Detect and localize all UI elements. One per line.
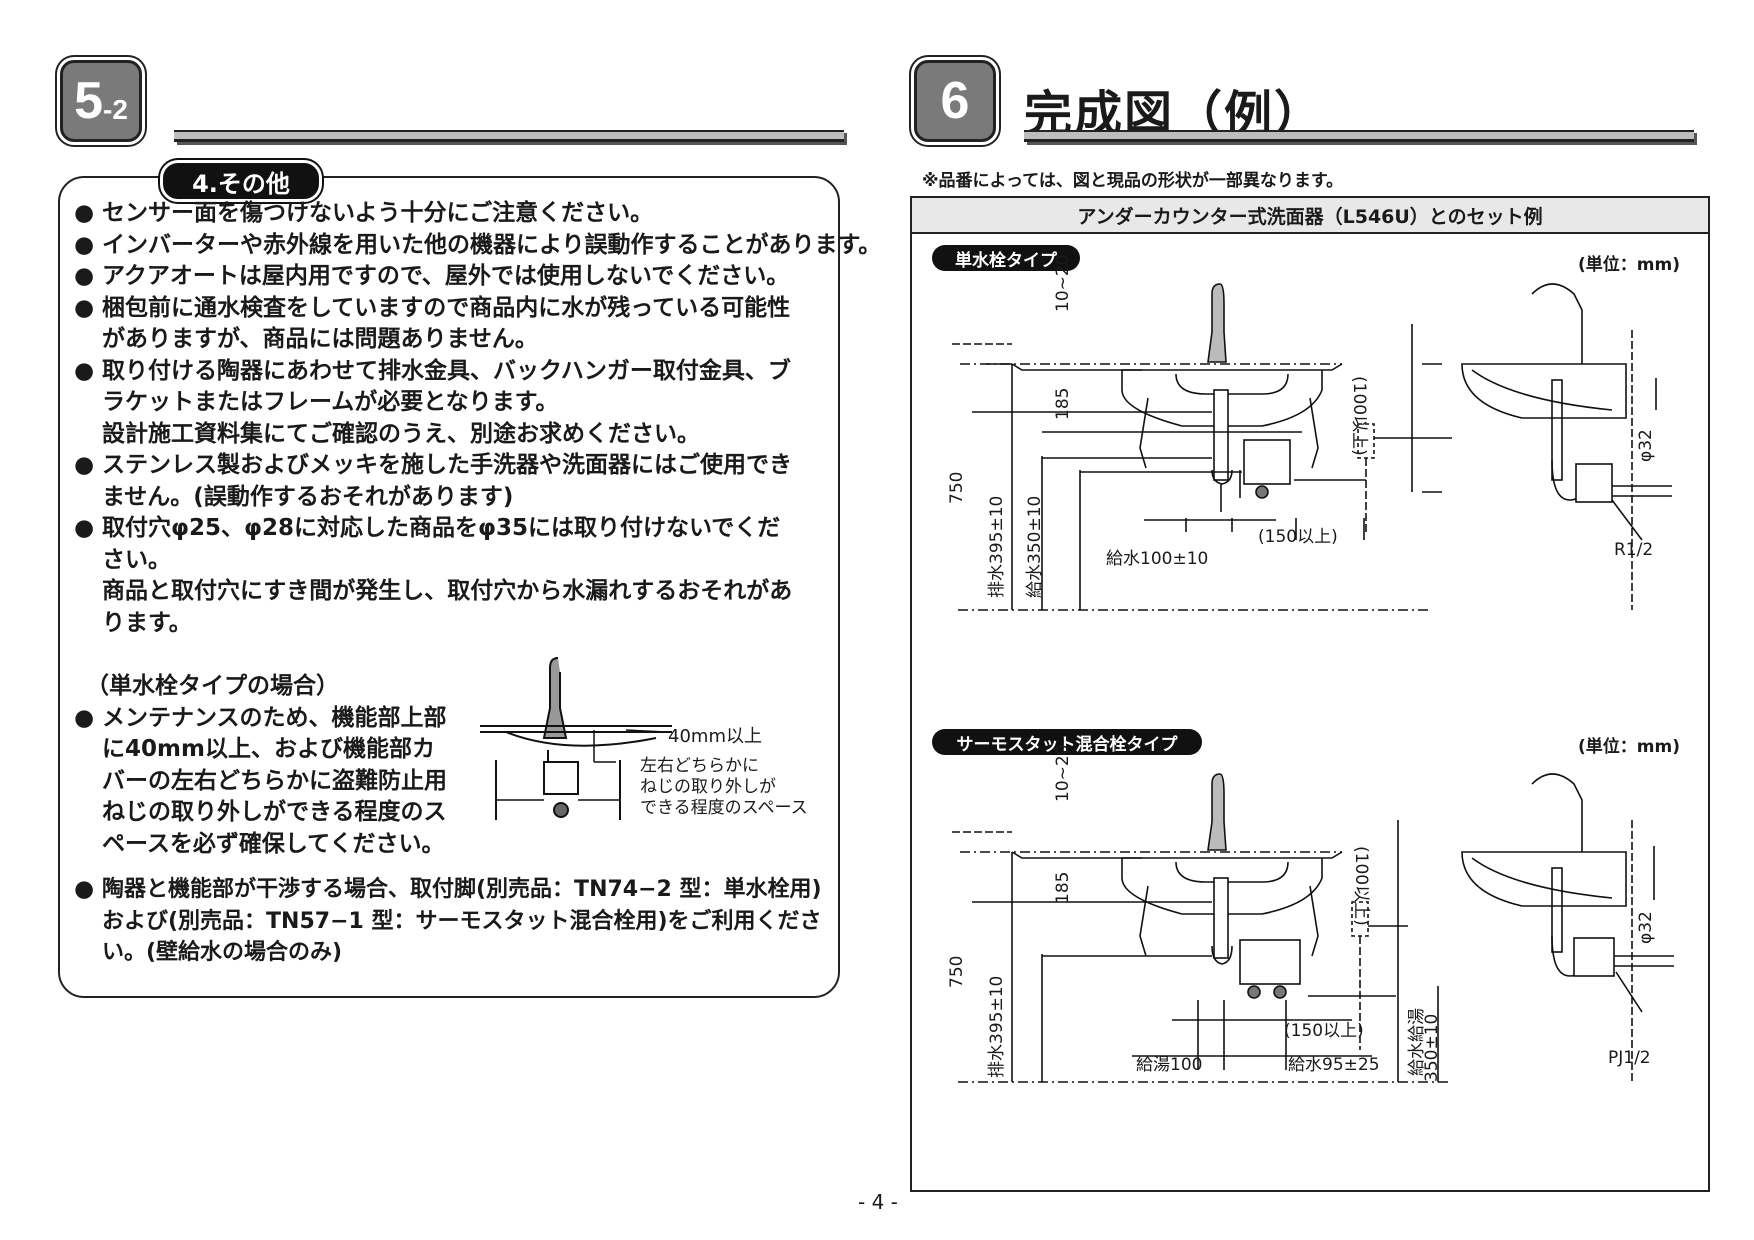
- bullet-line: アクアオートは屋内用ですので、屋外では使用しないでください。: [102, 263, 790, 289]
- heading-rule-left: [174, 130, 844, 142]
- bullet-dot: ●: [74, 357, 95, 384]
- d2-dim-185: 185: [1053, 871, 1073, 904]
- notes-list: ● センサー面を傷つけないよう十分にご注意ください。 ● インバーターや赤外線を用いた…: [74, 198, 882, 969]
- bullet-dot: ●: [74, 263, 95, 289]
- d2-dim-150up: (150以上): [1284, 1021, 1364, 1041]
- bullet-line: 取り付ける陶器にあわせて排水金具、バックハンガー取付金具、ブ: [102, 357, 791, 384]
- bullet-line: センサー面を傷つけないよう十分にご注意ください。: [102, 200, 654, 226]
- bullet-line: さい。: [102, 546, 171, 573]
- heading-rule-right: [1024, 130, 1694, 142]
- single-faucet-drawing: [952, 283, 1672, 611]
- d2-dim-pj12: PJ1/2: [1608, 1048, 1651, 1068]
- d1-dim-phi32: φ32: [1636, 429, 1656, 462]
- bullet-item: ● センサー面を傷つけないよう十分にご注意ください。: [74, 198, 834, 230]
- subheading-other: 4.その他: [160, 160, 322, 202]
- bullet-dot: ●: [74, 294, 95, 321]
- maintenance-item: ● メンテナンスのため、機能部上部に40mm以上、および機能部カバーの左右どちら…: [74, 703, 482, 861]
- figure-label-40mm: 40mm以上: [668, 726, 762, 747]
- bullet-item: ● インバーターや赤外線を用いた他の機器により誤動作することがあります。: [74, 230, 882, 262]
- bullet-line: インバーターや赤外線を用いた他の機器により誤動作することがあります。: [102, 231, 882, 258]
- maintenance-line: ペースを必ず確保してください。: [102, 830, 445, 857]
- d2-dim-supply95: 給水95±25: [1288, 1055, 1380, 1075]
- d2-dim-phi32: φ32: [1636, 911, 1656, 944]
- other-notes-box: [58, 176, 840, 998]
- interference-line: い。(壁給水の場合のみ): [102, 940, 343, 965]
- d1-dim-supply100: 給水100±10: [1106, 549, 1209, 569]
- maintenance-line: メンテナンスのため、機能部上部: [102, 704, 447, 731]
- variation-note: ※品番によっては、図と現品の形状が一部異なります。: [922, 171, 1344, 191]
- d1-dim-supply: 給水350±10: [1025, 495, 1045, 598]
- interference-text: 陶器と機能部が干渉する場合、取付脚(別売品：TN74−2 型：単水栓用) および(…: [102, 874, 834, 969]
- thermostat-faucet-drawing: [952, 773, 1674, 1083]
- bullet-dot: ●: [74, 200, 95, 226]
- d2-dim-hot100: 給湯100: [1136, 1055, 1203, 1075]
- frame-title: アンダーカウンター式洗面器（L546U）とのセット例: [912, 198, 1708, 234]
- d1-dim-r12: R1/2: [1614, 540, 1654, 560]
- completion-drawing-frame: アンダーカウンター式洗面器（L546U）とのセット例: [910, 196, 1710, 1192]
- bullet-line: 梱包前に通水検査をしていますので商品内に水が残っている可能性: [102, 294, 791, 321]
- bullet-item: ● アクアオートは屋内用ですので、屋外では使用しないでください。: [74, 261, 834, 293]
- maintenance-text: メンテナンスのため、機能部上部に40mm以上、および機能部カバーの左右どちらかに…: [102, 703, 482, 861]
- bullet-item: ● 梱包前に通水検査をしていますので商品内に水が残っている可能性がありますが、商品…: [74, 293, 834, 356]
- bullet-list: ● センサー面を傷つけないよう十分にご注意ください。 ● インバーターや赤外線を用いた…: [74, 198, 882, 639]
- d1-dim-top: 10~20: [1053, 254, 1073, 312]
- diagram1-label: 単水栓タイプ: [932, 245, 1080, 271]
- d1-dim-drain: 排水395±10: [987, 495, 1007, 598]
- bullet-line: 商品と取付穴にすき間が発生し、取付穴から水漏れするおそれがあ: [102, 578, 793, 604]
- section-number: 5: [74, 72, 103, 130]
- bullet-line: ません。(誤動作するおそれがあります): [102, 483, 514, 510]
- diagram2-unit: (単位：mm): [1578, 737, 1680, 757]
- d1-dim-100up: (100以上): [1349, 376, 1369, 456]
- bullet-item: ● 取付穴φ25、φ28に対応した商品をφ35には取り付けないでください。商品と取…: [74, 513, 834, 639]
- section-number: 6: [940, 72, 970, 130]
- interference-line: 陶器と機能部が干渉する場合、取付脚(別売品：TN74−2 型：単水栓用): [102, 877, 822, 902]
- screw-space-line: ねじの取り外しが: [640, 777, 776, 797]
- single-faucet-case-label: （単水栓タイプの場合）: [86, 673, 339, 699]
- figure-label-screw-space: 左右どちらかにねじの取り外しができる程度のスペース: [640, 756, 808, 819]
- maintenance-line: に40mm以上、および機能部カ: [102, 736, 435, 762]
- bullet-dot: ●: [74, 876, 95, 902]
- bullet-dot: ●: [74, 704, 95, 731]
- bullet-line: 取付穴φ25、φ28に対応した商品をφ35には取り付けないでくだ: [102, 515, 781, 541]
- bullet-line: ラケットまたはフレームが必要となります。: [102, 389, 559, 415]
- diagram1-unit: (単位：mm): [1578, 255, 1680, 275]
- interference-item: ● 陶器と機能部が干渉する場合、取付脚(別売品：TN74−2 型：単水栓用) およ…: [74, 874, 834, 969]
- d2-dim-750: 750: [947, 955, 967, 988]
- screw-space-line: 左右どちらかに: [640, 756, 759, 776]
- d2-dim-drain: 排水395±10: [987, 975, 1007, 1078]
- d2-dim-100up: (100以上): [1351, 846, 1371, 926]
- section-sub-number: -2: [103, 94, 128, 125]
- bullet-dot: ●: [74, 452, 95, 478]
- page-number: - 4 -: [858, 1190, 898, 1214]
- bullet-dot: ●: [74, 515, 95, 541]
- bullet-item: ● 取り付ける陶器にあわせて排水金具、バックハンガー取付金具、ブラケットまたはフレ…: [74, 356, 834, 451]
- d1-dim-150up: (150以上): [1258, 527, 1338, 547]
- maintenance-line: ねじの取り外しができる程度のス: [102, 799, 447, 825]
- bullet-line: ステンレス製およびメッキを施した手洗器や洗面器にはご使用でき: [102, 452, 792, 478]
- d2-dim-350: 350±10: [1422, 1013, 1442, 1082]
- interference-line: および(別売品：TN57−1 型：サーモスタット混合栓用)をご利用くださ: [102, 908, 822, 934]
- d1-dim-185: 185: [1053, 387, 1073, 420]
- d1-dim-750: 750: [947, 471, 967, 504]
- bullet-line: 設計施工資料集にてご確認のうえ、別途お求めください。: [102, 420, 700, 447]
- bullet-item: ● ステンレス製およびメッキを施した手洗器や洗面器にはご使用できません。(誤動作す…: [74, 450, 834, 513]
- bullet-line: がありますが、商品には問題ありません。: [102, 326, 538, 352]
- maintenance-line: バーの左右どちらかに盗難防止用: [102, 767, 447, 794]
- screw-space-line: できる程度のスペース: [640, 798, 808, 818]
- maintenance-space-figure: [480, 657, 672, 820]
- d2-dim-top: 10~20: [1053, 744, 1073, 802]
- section-badge-6: 6: [914, 60, 996, 142]
- bullet-dot: ●: [74, 231, 95, 258]
- diagram2-label: サーモスタット混合栓タイプ: [932, 729, 1202, 755]
- bullet-line: ります。: [102, 609, 192, 636]
- section-badge-5-2: 5-2: [60, 60, 142, 142]
